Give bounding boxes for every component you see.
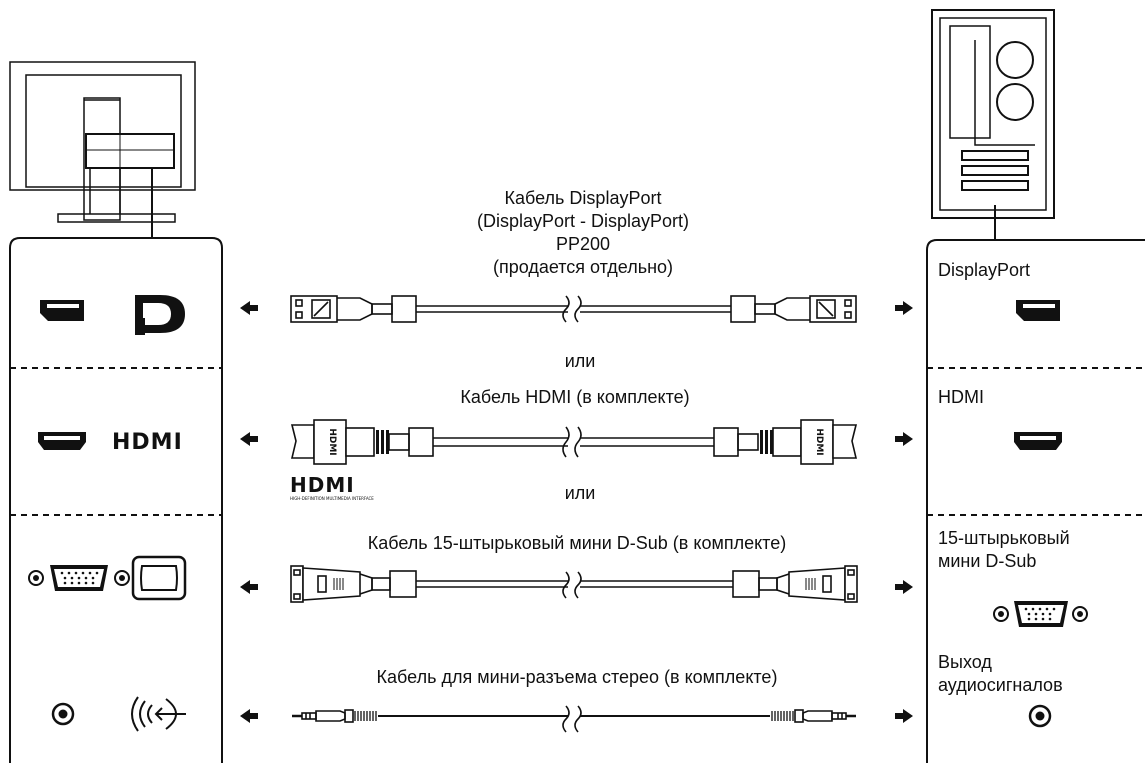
audio-cable-label: Кабель для мини-разъема стерео (в компле…	[376, 667, 778, 687]
pc-dsub-label-line1: 15-штырьковый	[938, 528, 1070, 548]
pc-displayport-label: DisplayPort	[938, 260, 1031, 280]
pc-slot-1	[961, 150, 1029, 161]
pc-audio-jack-icon	[1028, 704, 1052, 728]
displayport-logo-icon	[135, 295, 185, 335]
arrow-left-icon	[240, 580, 258, 594]
hdmi-wordmark-logo: HDMI HIGH-DEFINITION MULTIMEDIA INTERFAC…	[290, 473, 374, 501]
pc-slot-2	[961, 165, 1029, 176]
displayport-port-icon	[40, 300, 84, 321]
audio-jack-icon	[51, 702, 75, 726]
audio-cable	[292, 705, 856, 733]
arrow-right-icon	[895, 432, 913, 446]
monitor-port-area-callout	[85, 133, 175, 169]
pc-port-panel	[926, 239, 1145, 763]
pc-slot-3	[961, 180, 1029, 191]
hdmi-logo-icon: HDMI	[112, 430, 183, 455]
arrow-right-icon	[895, 301, 913, 315]
monitor-port-panel	[9, 237, 223, 763]
pc-audio-label-line2: аудиосигналов	[938, 675, 1063, 695]
arrow-right-icon	[895, 709, 913, 723]
dsub-port-icon	[28, 565, 130, 591]
dsub-cable	[290, 565, 858, 603]
arrow-left-icon	[240, 432, 258, 446]
hdmi-cable-label: Кабель HDMI (в комплекте)	[460, 387, 690, 407]
pc-hdmi-label: HDMI	[938, 387, 984, 407]
arrow-left-icon	[240, 301, 258, 315]
pc-audio-label-line1: Выход	[938, 652, 992, 672]
hdmi-cable	[290, 419, 858, 465]
or-label-2: или	[564, 483, 596, 503]
displayport-cable-label-line4: (продается отдельно)	[492, 257, 674, 277]
audio-in-symbol-icon	[131, 696, 186, 732]
pc-hdmi-port-icon	[1014, 432, 1062, 450]
or-label-1: или	[564, 351, 596, 371]
displayport-cable-label-line3: PP200	[555, 234, 611, 254]
displayport-cable	[290, 295, 857, 323]
hdmi-port-icon	[38, 432, 86, 450]
dsub-cable-label: Кабель 15-штырьковый мини D-Sub (в компл…	[367, 533, 787, 553]
svg-text:HDMI: HDMI	[290, 473, 355, 497]
pc-displayport-port-icon	[1016, 300, 1060, 321]
dsub-symbol-icon	[131, 555, 187, 601]
displayport-cable-label-line1: Кабель DisplayPort	[504, 188, 662, 208]
arrow-left-icon	[240, 709, 258, 723]
displayport-cable-label-line2: (DisplayPort - DisplayPort)	[476, 211, 690, 231]
hdmi-plug-text-left: HDMI	[327, 428, 337, 455]
pc-dsub-label-line2: мини D-Sub	[938, 551, 1037, 571]
hdmi-plug-text-right: HDMI	[814, 428, 824, 455]
arrow-right-icon	[895, 580, 913, 594]
pc-tower-illustration	[931, 9, 1055, 219]
pc-dsub-port-icon	[993, 601, 1088, 627]
svg-text:HIGH-DEFINITION MULTIMEDIA INT: HIGH-DEFINITION MULTIMEDIA INTERFACE	[290, 496, 374, 501]
